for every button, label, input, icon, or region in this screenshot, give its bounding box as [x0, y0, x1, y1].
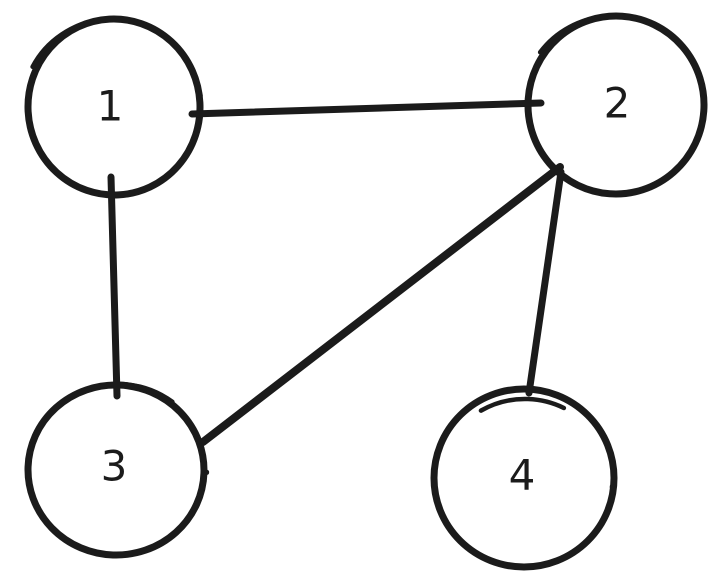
- node-3-sketch-overstroke: [26, 381, 210, 555]
- node-3-label: 3: [101, 442, 128, 491]
- node-4-circle: [430, 385, 618, 571]
- node-1-sketch-overstroke: [20, 16, 204, 194]
- edge-1-2: [188, 99, 545, 118]
- node-2-label: 2: [604, 79, 631, 128]
- node-2-sketch-overstroke: [520, 13, 706, 193]
- edge-2-3: [199, 163, 564, 446]
- node-4-label: 4: [509, 451, 536, 500]
- node-1-label: 1: [97, 82, 124, 131]
- node-1: [20, 15, 204, 199]
- edge-1-3: [107, 173, 121, 400]
- node-2: [520, 12, 708, 198]
- node-4-sketch-overstroke: [435, 396, 615, 572]
- node-4: [430, 385, 618, 572]
- edge-2-4: [525, 168, 565, 397]
